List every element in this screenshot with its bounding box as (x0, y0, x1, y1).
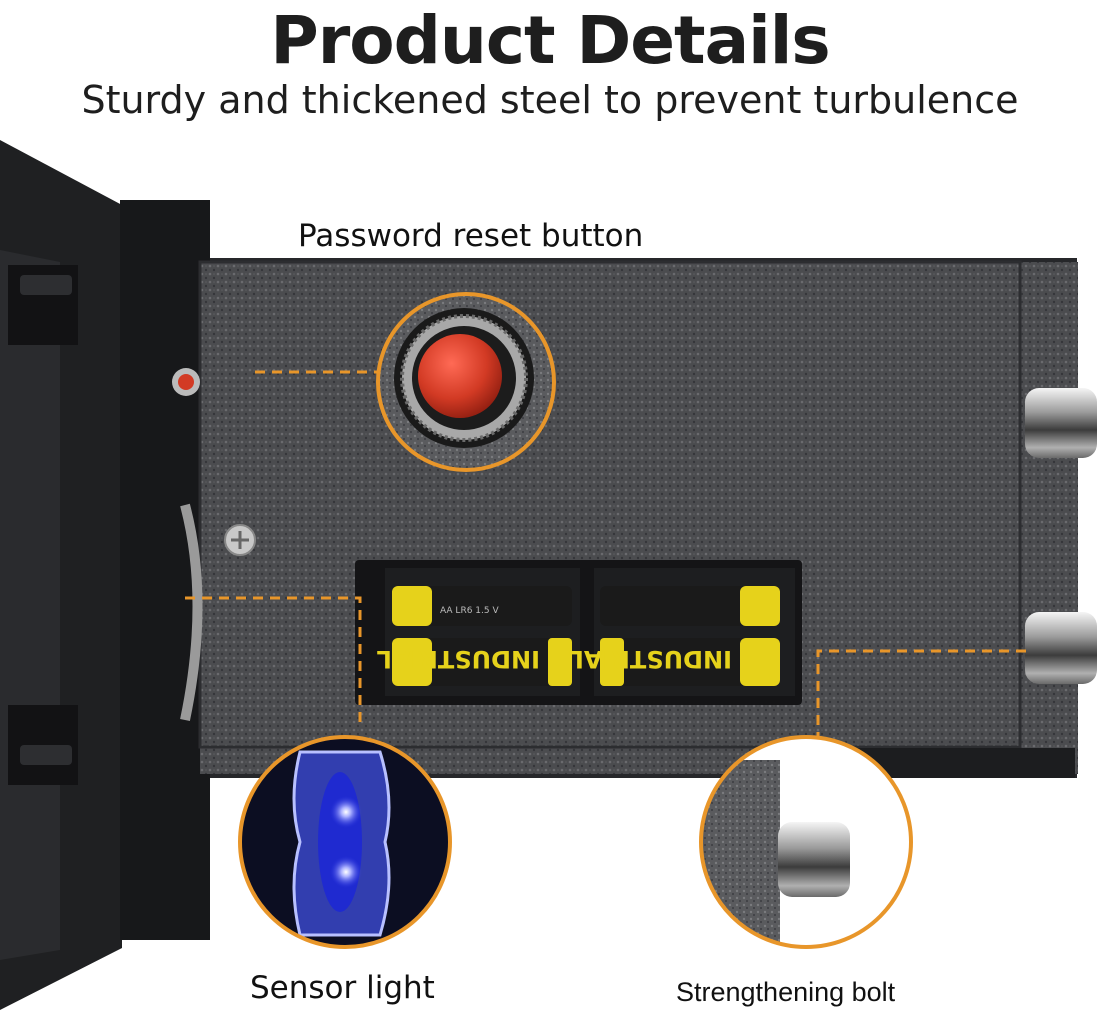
battery-brand-label: INDUSTRIAL (377, 645, 540, 673)
battery-spec-label: AA LR6 1.5 V (440, 606, 499, 616)
sensor-light-zoom (238, 735, 452, 949)
reset-button-small (172, 368, 200, 396)
safe-door (0, 140, 122, 1010)
battery-compartment (355, 560, 802, 705)
sensor-light-label: Sensor light (250, 970, 435, 1006)
reset-button-zoom (376, 292, 556, 472)
battery-brand-label: INDUSTRIAL (569, 645, 732, 673)
dial-edge (180, 503, 203, 722)
bolt-lower (1025, 612, 1097, 684)
page-subtitle: Sturdy and thickened steel to prevent tu… (81, 78, 1019, 122)
bolt-upper (1025, 388, 1097, 458)
page-title: Product Details (270, 2, 830, 79)
reset-button-label: Password reset button (298, 218, 644, 254)
leader-lines (185, 370, 1026, 738)
bolt-label: Strengthening bolt (676, 977, 896, 1007)
bolt-zoom (699, 735, 913, 949)
screw (224, 524, 256, 556)
